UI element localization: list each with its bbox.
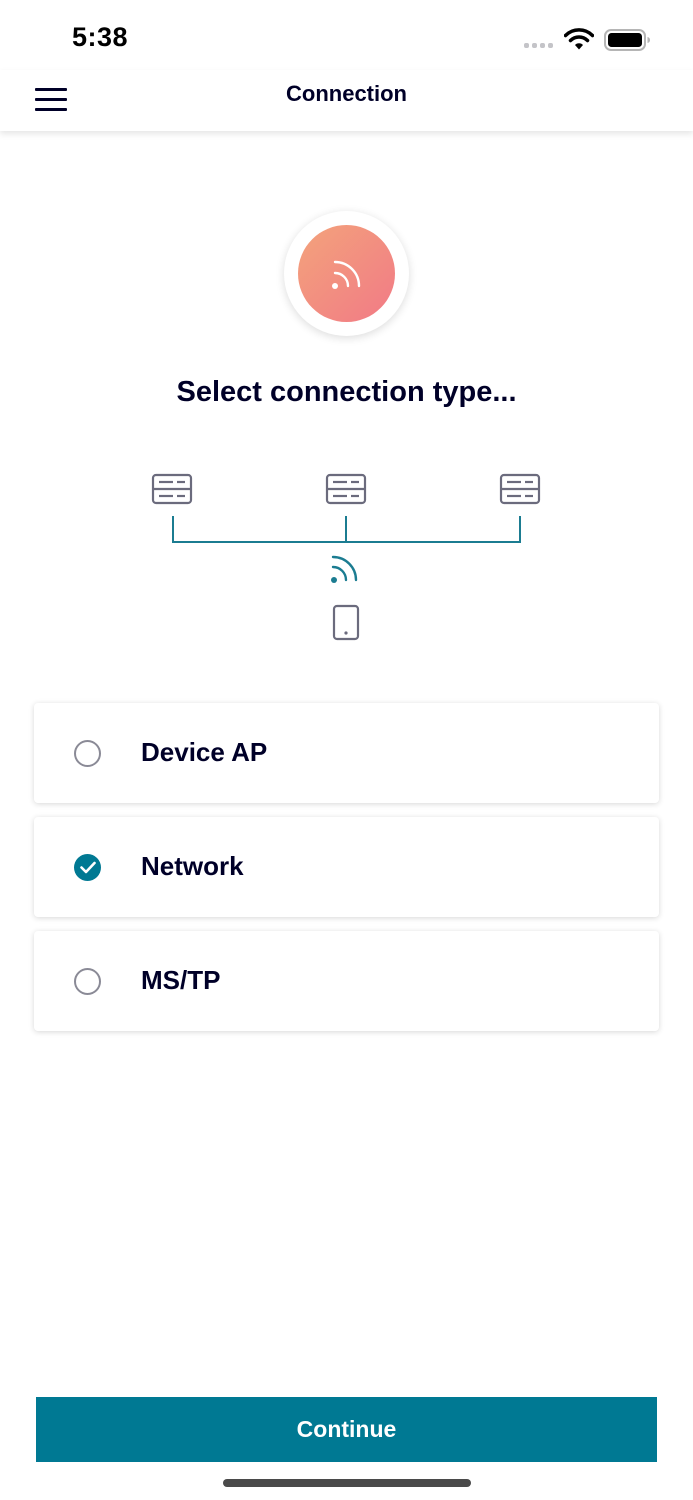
option-label: MS/TP: [141, 965, 221, 995]
checkmark-icon: [80, 861, 96, 874]
navigation-bar: Connection: [0, 70, 693, 131]
device-icon: [325, 473, 367, 505]
cellular-signal-icon: [524, 43, 553, 48]
radio-checked[interactable]: [74, 854, 101, 881]
hamburger-menu-icon[interactable]: [28, 76, 74, 122]
wifi-icon: [564, 28, 594, 50]
option-label: Device AP: [141, 737, 268, 767]
radio-unchecked[interactable]: [74, 968, 101, 995]
battery-icon: [604, 29, 650, 51]
option-ms-tp[interactable]: MS/TP: [34, 931, 659, 1031]
option-label: Network: [141, 851, 244, 881]
section-heading: Select connection type...: [176, 376, 517, 408]
wireless-signal-icon: [332, 260, 361, 289]
home-indicator: [223, 1479, 471, 1487]
connection-diagram: [151, 473, 541, 641]
continue-button[interactable]: Continue: [36, 1397, 657, 1462]
option-network[interactable]: Network: [34, 817, 659, 917]
device-icon: [499, 473, 541, 505]
radio-unchecked[interactable]: [74, 740, 101, 767]
phone-icon: [332, 604, 360, 641]
status-bar: 5:38: [0, 0, 693, 70]
page-title: Connection: [286, 81, 407, 106]
wireless-signal-icon: [331, 555, 358, 583]
connection-lines: [172, 516, 521, 543]
connection-badge: [284, 211, 409, 336]
status-time: 5:38: [72, 22, 129, 52]
device-icon: [151, 473, 193, 505]
option-device-ap[interactable]: Device AP: [34, 703, 659, 803]
